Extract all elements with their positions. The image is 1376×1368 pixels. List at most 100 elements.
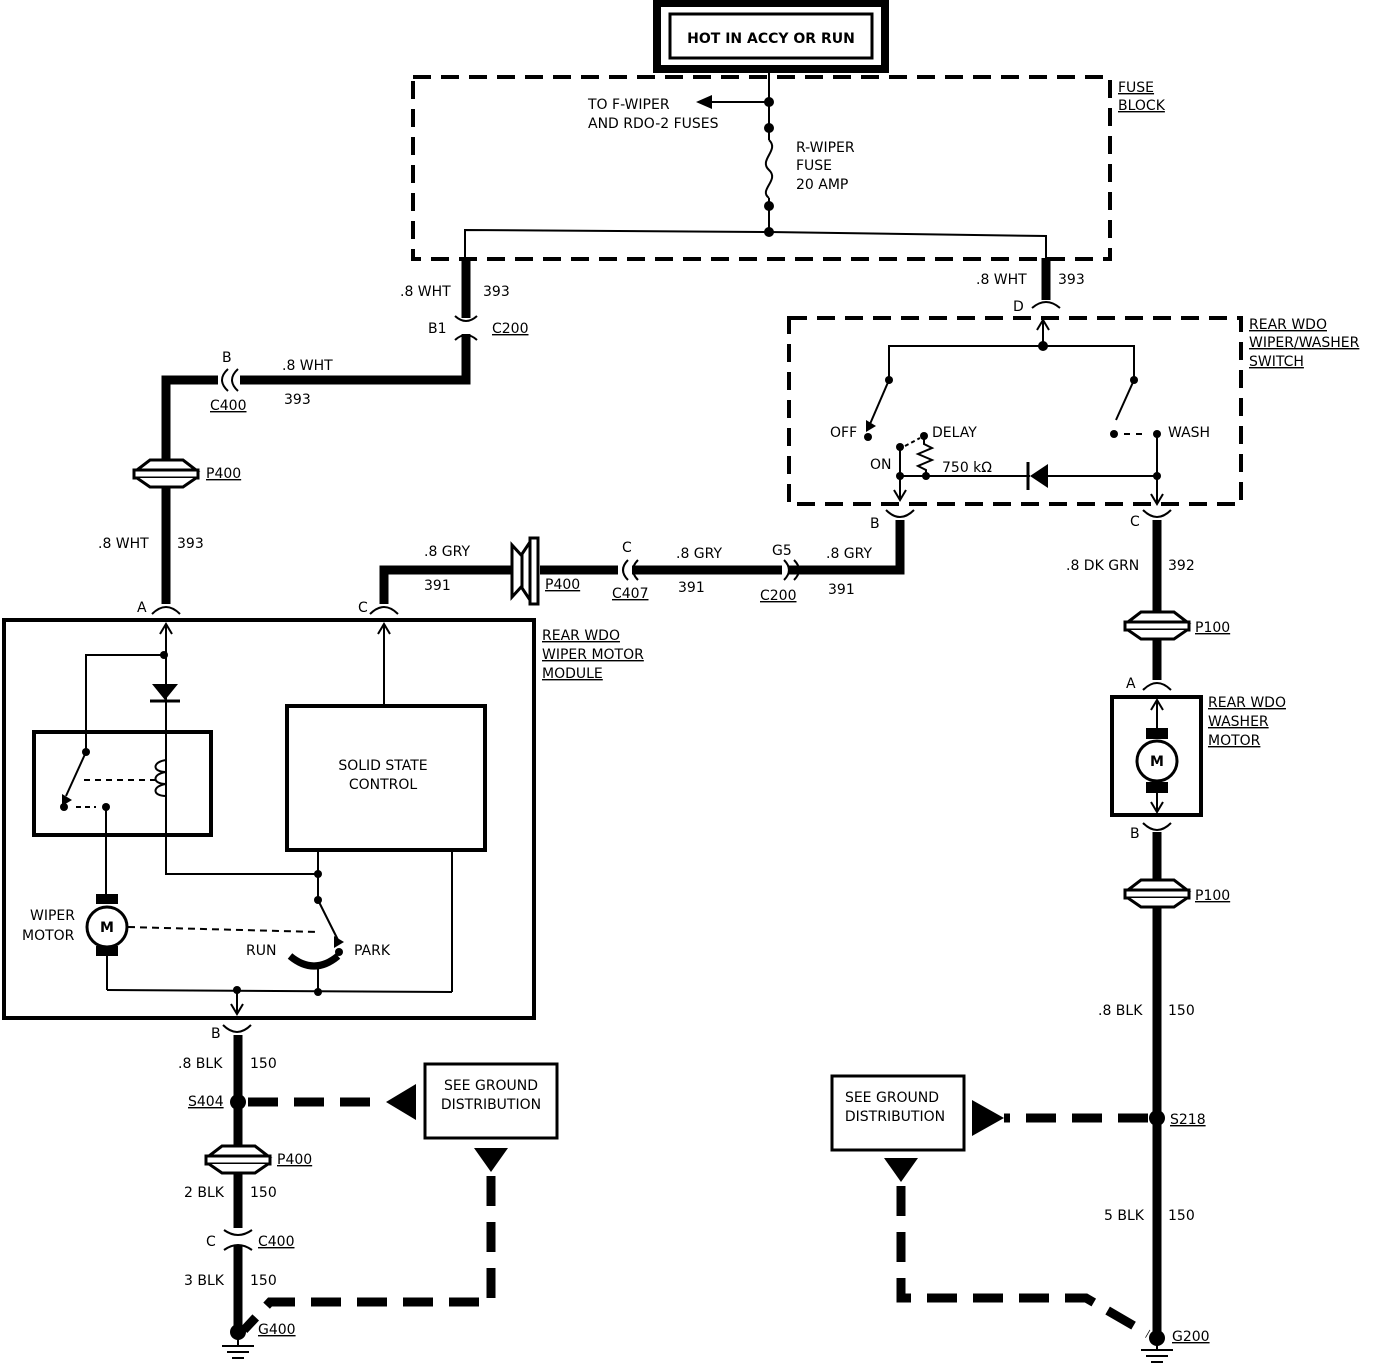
c200-label: C200 [492, 321, 529, 337]
fuse-icon [764, 139, 774, 199]
left-wht2-gauge: .8 WHT [282, 358, 333, 374]
c407-label: C407 [612, 586, 649, 602]
ground-arrow-down-right-icon [884, 1158, 918, 1182]
ground-right-2: DISTRIBUTION [845, 1109, 945, 1125]
b-washer-label: B [1130, 826, 1140, 842]
gry1-gauge: .8 GRY [826, 546, 872, 562]
connector-p400-mid [510, 536, 540, 606]
washer-label-3: MOTOR [1208, 733, 1261, 749]
g400-label: G400 [258, 1322, 296, 1338]
d-label: D [1013, 299, 1024, 315]
s218-label: S218 [1170, 1112, 1206, 1128]
ground-arrow-down-icon [474, 1148, 508, 1172]
diode-icon [1030, 464, 1048, 488]
gry3-gauge: .8 GRY [424, 544, 470, 560]
g200-label: G200 [1172, 1329, 1210, 1345]
blk2-circuit: 150 [250, 1185, 277, 1201]
ground-left-2: DISTRIBUTION [441, 1097, 541, 1113]
ground-arrow-left-icon [386, 1084, 416, 1120]
fuse-label-3: 20 AMP [796, 177, 848, 193]
washer-label-1: REAR WDO [1208, 695, 1286, 711]
motor-module-label-2: WIPER MOTOR [542, 647, 644, 663]
left-wht3-circuit: 393 [177, 536, 204, 552]
blk1-circuit: 150 [250, 1056, 277, 1072]
park-label: PARK [354, 943, 391, 959]
connector-c200-top [454, 315, 478, 322]
rblk2-circuit: 150 [1168, 1208, 1195, 1224]
left-wht-gauge: .8 WHT [400, 284, 451, 300]
p400-label: P400 [206, 466, 241, 482]
blk3-gauge: 3 BLK [184, 1273, 225, 1289]
rblk1-gauge: .8 BLK [1098, 1003, 1143, 1019]
s404-label: S404 [188, 1094, 224, 1110]
b-switch-label: B [870, 516, 880, 532]
dkgrn-gauge: .8 DK GRN [1066, 558, 1139, 574]
connector-p400-bottom [204, 1144, 273, 1175]
b1-label: B1 [428, 321, 447, 337]
blk3-circuit: 150 [250, 1273, 277, 1289]
ground-symbol-right-icon [1141, 1344, 1173, 1363]
p400-bot-label: P400 [277, 1152, 312, 1168]
arrow-left-icon [696, 95, 712, 109]
switch-wash: WASH [1168, 425, 1210, 441]
g5-label: G5 [772, 543, 792, 559]
switch-delay: DELAY [932, 425, 977, 441]
motor-module-label-1: REAR WDO [542, 628, 620, 644]
ground-left-1: SEE GROUND [444, 1078, 538, 1094]
c-c400-label: C [206, 1234, 216, 1250]
ground-symbol-left-icon [222, 1338, 254, 1359]
switch-resistor: 750 kΩ [942, 460, 992, 476]
connector-p100-top [1123, 610, 1192, 641]
fuse-block-label-1: FUSE [1118, 80, 1154, 96]
solid-state-2: CONTROL [349, 777, 418, 793]
switch-outline [787, 316, 1243, 506]
p400-mid-label: P400 [545, 577, 580, 593]
wiper-motor-label-2: MOTOR [22, 928, 75, 944]
resistor-icon [915, 436, 935, 476]
c400-label: C400 [210, 398, 247, 414]
to-f-wiper-1: TO F-WIPER [587, 97, 670, 113]
washer-motor-m: M [1150, 754, 1164, 770]
left-wht3-gauge: .8 WHT [98, 536, 149, 552]
relay-coil-icon [154, 759, 167, 797]
washer-label-2: WASHER [1208, 714, 1269, 730]
solid-state-control-box [285, 704, 487, 852]
switch-on: ON [870, 457, 892, 473]
connector-p400 [132, 458, 201, 489]
run-label: RUN [246, 943, 276, 959]
b-c400-label: B [222, 350, 232, 366]
relay-box [32, 730, 213, 837]
switch-label-2: WIPER/WASHER [1249, 335, 1360, 351]
a-washer-label: A [1126, 676, 1136, 692]
rblk2-gauge: 5 BLK [1104, 1208, 1145, 1224]
blk1-gauge: .8 BLK [178, 1056, 223, 1072]
gry3-circuit: 391 [424, 578, 451, 594]
blk2-gauge: 2 BLK [184, 1185, 225, 1201]
p100-top-label: P100 [1195, 620, 1230, 636]
wiper-motor-m: M [100, 920, 114, 936]
hot-label-box: HOT IN ACCY OR RUN [653, 0, 889, 73]
left-wht2-circuit: 393 [284, 392, 311, 408]
fuse-label-1: R-WIPER [796, 140, 855, 156]
run-contact-icon [287, 953, 341, 970]
b-motor-label: B [211, 1026, 221, 1042]
washer-motor-box [1110, 695, 1203, 817]
p100-bot-label: P100 [1195, 888, 1230, 904]
right-wht-gauge: .8 WHT [976, 272, 1027, 288]
motor-module-outline [2, 618, 536, 1020]
washer-motor-icon [1135, 739, 1179, 783]
c-switch-label: C [1130, 514, 1140, 530]
solid-state-1: SOLID STATE [338, 758, 427, 774]
gry1-circuit: 391 [828, 582, 855, 598]
switch-label-3: SWITCH [1249, 354, 1304, 370]
ground-right-1: SEE GROUND [845, 1090, 939, 1106]
c200-mid-label: C200 [760, 588, 797, 604]
a-motor-label: A [137, 600, 147, 616]
gry2-gauge: .8 GRY [676, 546, 722, 562]
dkgrn-circuit: 392 [1168, 558, 1195, 574]
motor-module-label-3: MODULE [542, 666, 603, 682]
gry2-circuit: 391 [678, 580, 705, 596]
fuse-label-2: FUSE [796, 158, 832, 174]
c400-bot-label: C400 [258, 1234, 295, 1250]
